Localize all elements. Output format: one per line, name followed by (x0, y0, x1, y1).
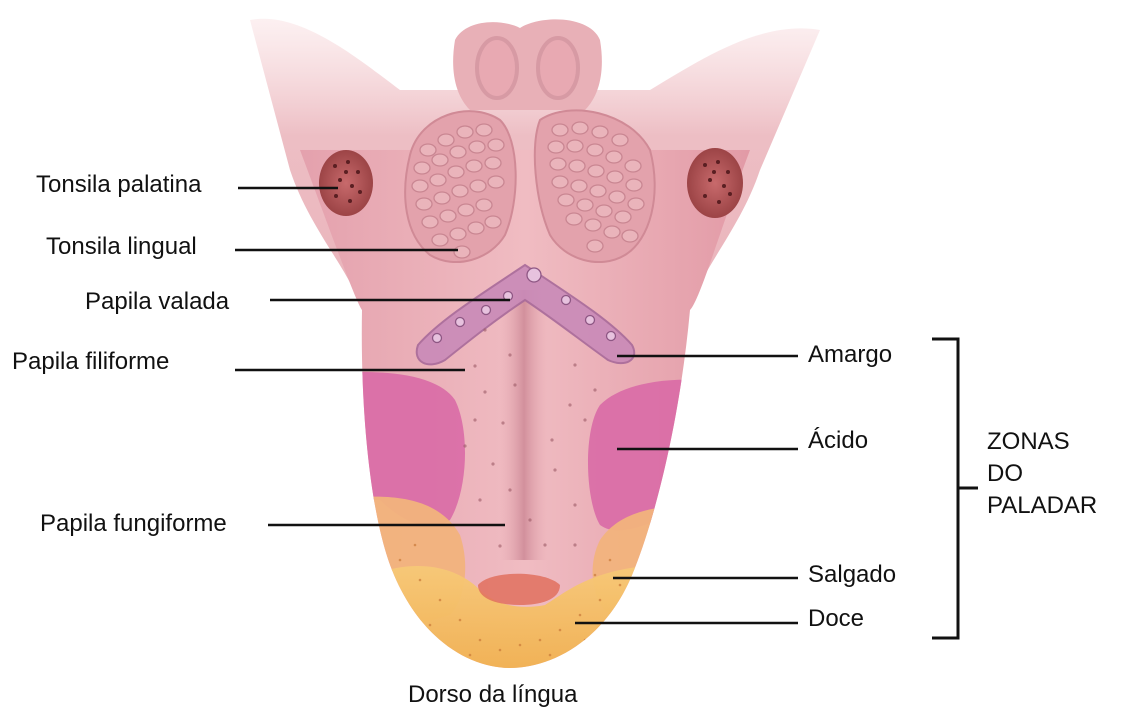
zones-caption-line-3: PALADAR (987, 490, 1097, 522)
zones-caption: ZONAS DO PALADAR (987, 426, 1097, 522)
label-papila-filiforme: Papila filiforme (12, 350, 169, 374)
label-salgado: Salgado (808, 563, 896, 587)
acid-zone-right (588, 380, 700, 531)
zones-caption-line-1: ZONAS (987, 426, 1097, 458)
palatine-tonsil-right (687, 148, 743, 218)
caption-dorso-da-lingua: Dorso da língua (408, 683, 577, 707)
label-doce: Doce (808, 607, 864, 631)
label-acido: Ácido (808, 429, 868, 453)
label-tonsila-lingual: Tonsila lingual (46, 235, 197, 259)
label-papila-valada: Papila valada (85, 290, 229, 314)
label-amargo: Amargo (808, 343, 892, 367)
label-tonsila-palatina: Tonsila palatina (36, 173, 201, 197)
lingual-tonsil-right (535, 110, 655, 262)
median-groove (500, 290, 548, 560)
palatine-tonsil-left (319, 150, 373, 216)
lingual-tonsil-left (405, 111, 516, 262)
zones-caption-line-2: DO (987, 458, 1097, 490)
zones-bracket (932, 339, 978, 638)
label-papila-fungiforme: Papila fungiforme (40, 512, 227, 536)
